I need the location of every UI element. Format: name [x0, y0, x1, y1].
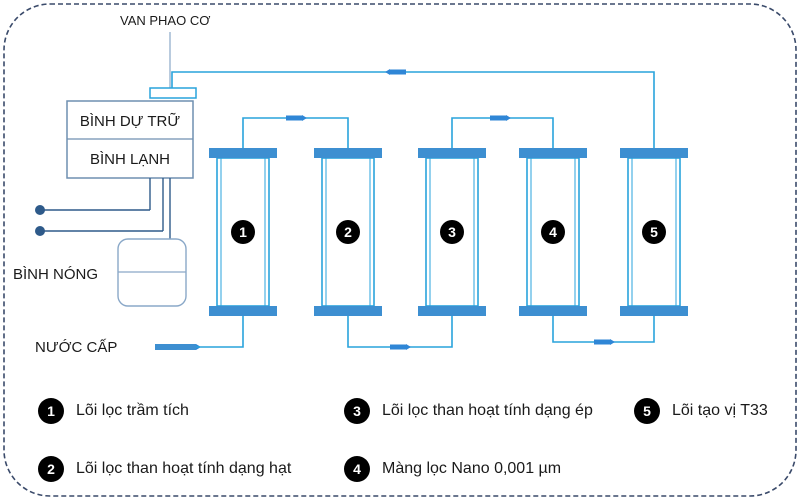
legend-text: Lõi tạo vị T33 [672, 402, 768, 419]
filter-5-bottom-cap [620, 306, 688, 316]
filter-4-badge [541, 220, 565, 244]
legend-number-badge: 2 [38, 456, 64, 482]
hot-tank-label: BÌNH NÓNG [13, 266, 98, 283]
filter-1-number: 1 [239, 224, 247, 240]
filter-3-bottom-cap [418, 306, 486, 316]
legend-text: Màng lọc Nano 0,001 µm [382, 460, 562, 477]
storage-tank-label: BÌNH DỰ TRỮ [80, 113, 181, 130]
legend-number-badge: 3 [344, 398, 370, 424]
legend-number-badge: 1 [38, 398, 64, 424]
pipe-3-4 [451, 117, 554, 152]
legend-text: Lõi lọc than hoạt tính dạng ép [382, 402, 593, 419]
filter-2-bottom-cap [314, 306, 382, 316]
filter-2-top-cap [314, 148, 382, 158]
tap-1-icon [35, 205, 45, 215]
filter-5-badge [642, 220, 666, 244]
legend-text: Lõi lọc than hoạt tính dạng hạt [76, 460, 292, 477]
filter-3-badge [440, 220, 464, 244]
legend-text: Lõi lọc trầm tích [76, 402, 189, 419]
pipe-return [171, 71, 655, 152]
legend-number-badge: 4 [344, 456, 370, 482]
pipe-2-3 [347, 313, 453, 348]
tap-2-icon [35, 226, 45, 236]
filter-1-badge [231, 220, 255, 244]
pipe-4-5 [552, 313, 655, 343]
filter-5-number: 5 [650, 224, 658, 240]
filter-4-number: 4 [549, 224, 557, 240]
feed-water-label: NƯỚC CẤP [35, 339, 117, 356]
float-valve [149, 87, 197, 99]
filter-1-bottom-cap [209, 306, 277, 316]
filter-4-top-cap [519, 148, 587, 158]
filter-3-top-cap [418, 148, 486, 158]
legend-item-2: 2 Lõi lọc than hoạt tính dạng hạt [38, 456, 291, 482]
legend-item-3: 3 Lõi lọc than hoạt tính dạng ép [344, 398, 593, 424]
filter-1-top-cap [209, 148, 277, 158]
cold-tank-label: BÌNH LẠNH [90, 151, 170, 168]
filter-cartridges: 1 2 3 4 5 [209, 148, 688, 316]
filter-2-number: 2 [344, 224, 352, 240]
legend-item-4: 4 Màng lọc Nano 0,001 µm [344, 456, 561, 482]
legend-item-5: 5 Lõi tạo vị T33 [634, 398, 768, 424]
filter-5-top-cap [620, 148, 688, 158]
pipe-1-2 [242, 117, 349, 152]
filter-4-bottom-cap [519, 306, 587, 316]
filter-2-badge [336, 220, 360, 244]
filter-3-number: 3 [448, 224, 456, 240]
legend-item-1: 1 Lõi lọc trầm tích [38, 398, 189, 424]
float-valve-label: VAN PHAO CƠ [120, 13, 210, 28]
dashed-frame [3, 3, 797, 497]
pipe-feed-in [196, 313, 244, 348]
legend-number-badge: 5 [634, 398, 660, 424]
